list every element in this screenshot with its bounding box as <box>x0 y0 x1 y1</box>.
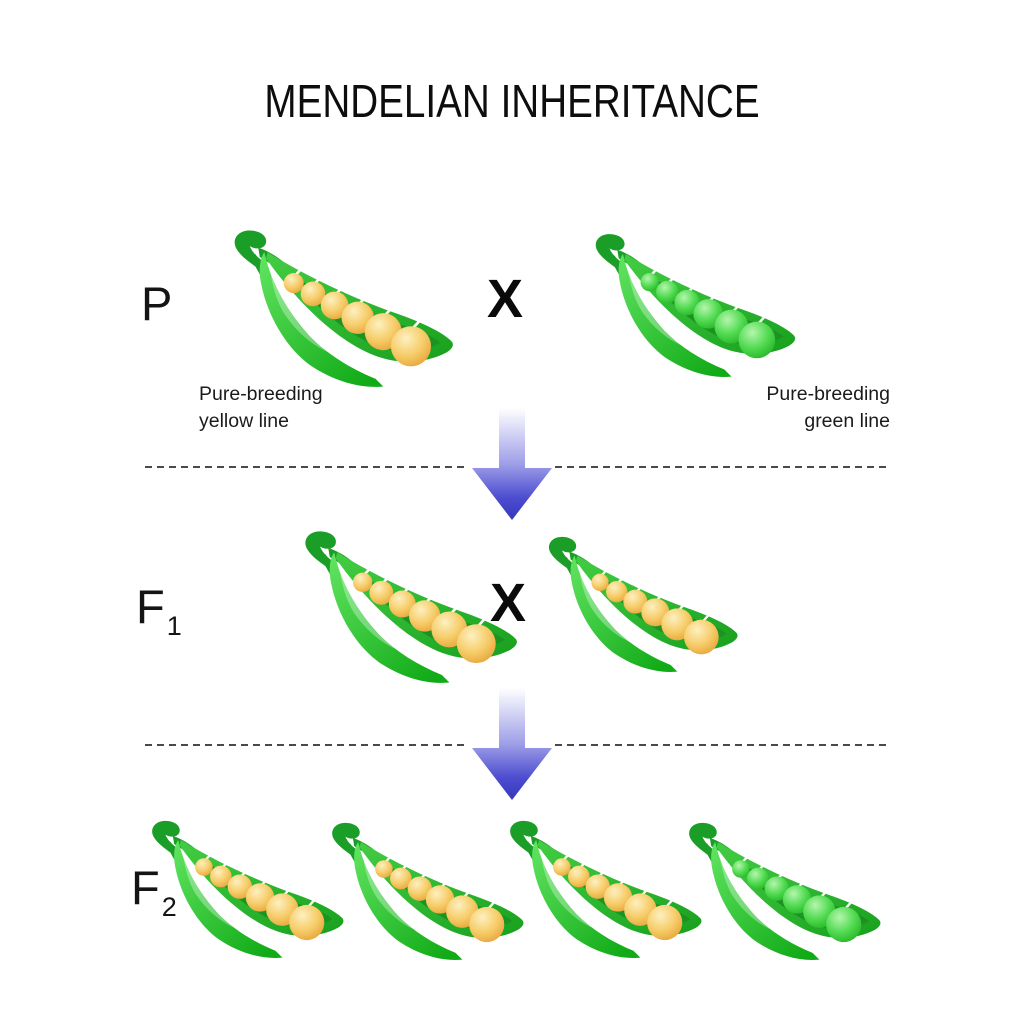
generation-label-p-text: P <box>141 277 173 330</box>
divider-2-left <box>145 744 468 746</box>
caption-green-line-2: green line <box>804 410 890 432</box>
pea-pod-f2-2 <box>323 819 526 961</box>
caption-yellow-line-1: Pure-breeding <box>199 383 323 405</box>
caption-green-line-1: Pure-breeding <box>766 383 890 405</box>
pea-pod-f2-3 <box>501 817 704 959</box>
cross-symbol-p: X <box>487 269 524 329</box>
pea-pod-f2-4 <box>680 819 883 961</box>
generation-label-f2: F2 <box>131 861 177 921</box>
divider-1-right <box>555 466 889 468</box>
pea-pod-f1-left <box>295 527 520 684</box>
page-title: MENDELIAN INHERITANCE <box>264 75 760 127</box>
generation-label-p: P <box>141 280 172 327</box>
generation-label-f1: F1 <box>136 580 182 640</box>
pea-pod-f2-1 <box>143 817 346 959</box>
divider-1-left <box>145 466 468 468</box>
generation-label-f1-subscript: 1 <box>166 611 182 641</box>
divider-2-right <box>555 744 889 746</box>
pea-pod-p-green <box>586 230 798 378</box>
caption-pure-breeding-yellow: Pure-breeding yellow line <box>199 381 323 435</box>
caption-pure-breeding-green: Pure-breeding green line <box>700 381 890 435</box>
caption-yellow-line-2: yellow line <box>199 410 289 432</box>
generation-label-f2-text: F <box>131 861 160 914</box>
pea-pod-p-yellow <box>224 226 456 388</box>
down-arrow-icon-1 <box>472 408 552 520</box>
generation-label-f2-subscript: 2 <box>161 892 177 922</box>
down-arrow-icon-2 <box>472 688 552 800</box>
cross-symbol-f1: X <box>490 573 527 633</box>
generation-label-f1-text: F <box>136 580 165 633</box>
pea-pod-f1-right <box>540 533 740 673</box>
